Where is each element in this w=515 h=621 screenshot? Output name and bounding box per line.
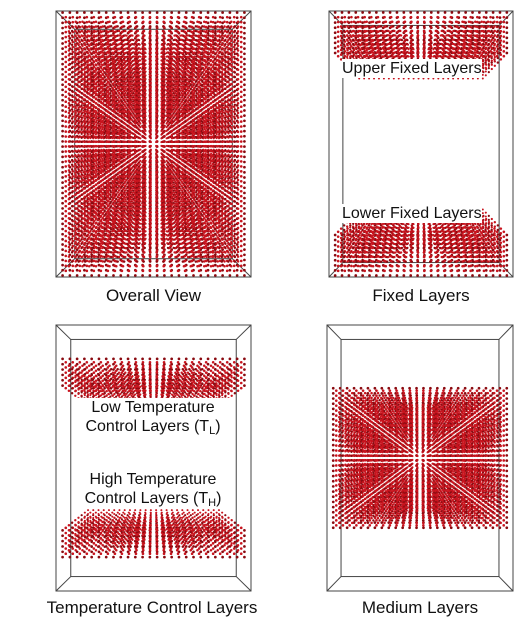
- low-temperature-line2: Control Layers (TL): [75, 417, 231, 437]
- high-temperature-line1: High Temperature: [75, 470, 231, 489]
- lower-fixed-layers-label: Lower Fixed Layers: [342, 204, 482, 223]
- atom-lattice: [61, 11, 246, 277]
- high-temperature-close: ): [216, 490, 221, 507]
- overall-view-atoms: [55, 10, 252, 278]
- fixed-layers-caption: Fixed Layers: [328, 286, 514, 306]
- temperature-control-panel: [55, 324, 252, 592]
- fixed-layers-panel: [328, 10, 514, 278]
- medium-layers-caption: Medium Layers: [326, 598, 514, 618]
- overall-view-panel: [55, 10, 252, 278]
- low-temperature-close: ): [215, 418, 220, 435]
- simulation-box: [55, 324, 252, 592]
- high-temperature-line2-text: Control Layers (T: [85, 490, 209, 507]
- medium-layers-atoms: [326, 324, 514, 592]
- low-temperature-line2-text: Control Layers (T: [85, 418, 209, 435]
- simulation-box: [328, 10, 514, 278]
- low-temperature-subscript: L: [209, 425, 215, 437]
- temperature-control-caption: Temperature Control Layers: [2, 598, 302, 618]
- medium-layers-panel: [326, 324, 514, 592]
- high-temperature-line2: Control Layers (TH): [75, 489, 231, 509]
- temperature-control-atoms: [55, 324, 252, 592]
- fixed-layers-atoms: [328, 10, 514, 278]
- simulation-box: [326, 324, 514, 592]
- upper-fixed-layers-label: Upper Fixed Layers: [342, 59, 482, 78]
- simulation-box: [55, 10, 252, 278]
- atom-lattice: [61, 357, 246, 559]
- low-temperature-label: Low Temperature Control Layers (TL): [75, 398, 231, 437]
- low-temperature-line1: Low Temperature: [75, 398, 231, 417]
- atom-lattice: [331, 386, 509, 530]
- overall-view-caption: Overall View: [55, 286, 252, 306]
- high-temperature-subscript: H: [208, 497, 216, 509]
- high-temperature-label: High Temperature Control Layers (TH): [75, 470, 231, 509]
- atom-lattice: [333, 11, 509, 277]
